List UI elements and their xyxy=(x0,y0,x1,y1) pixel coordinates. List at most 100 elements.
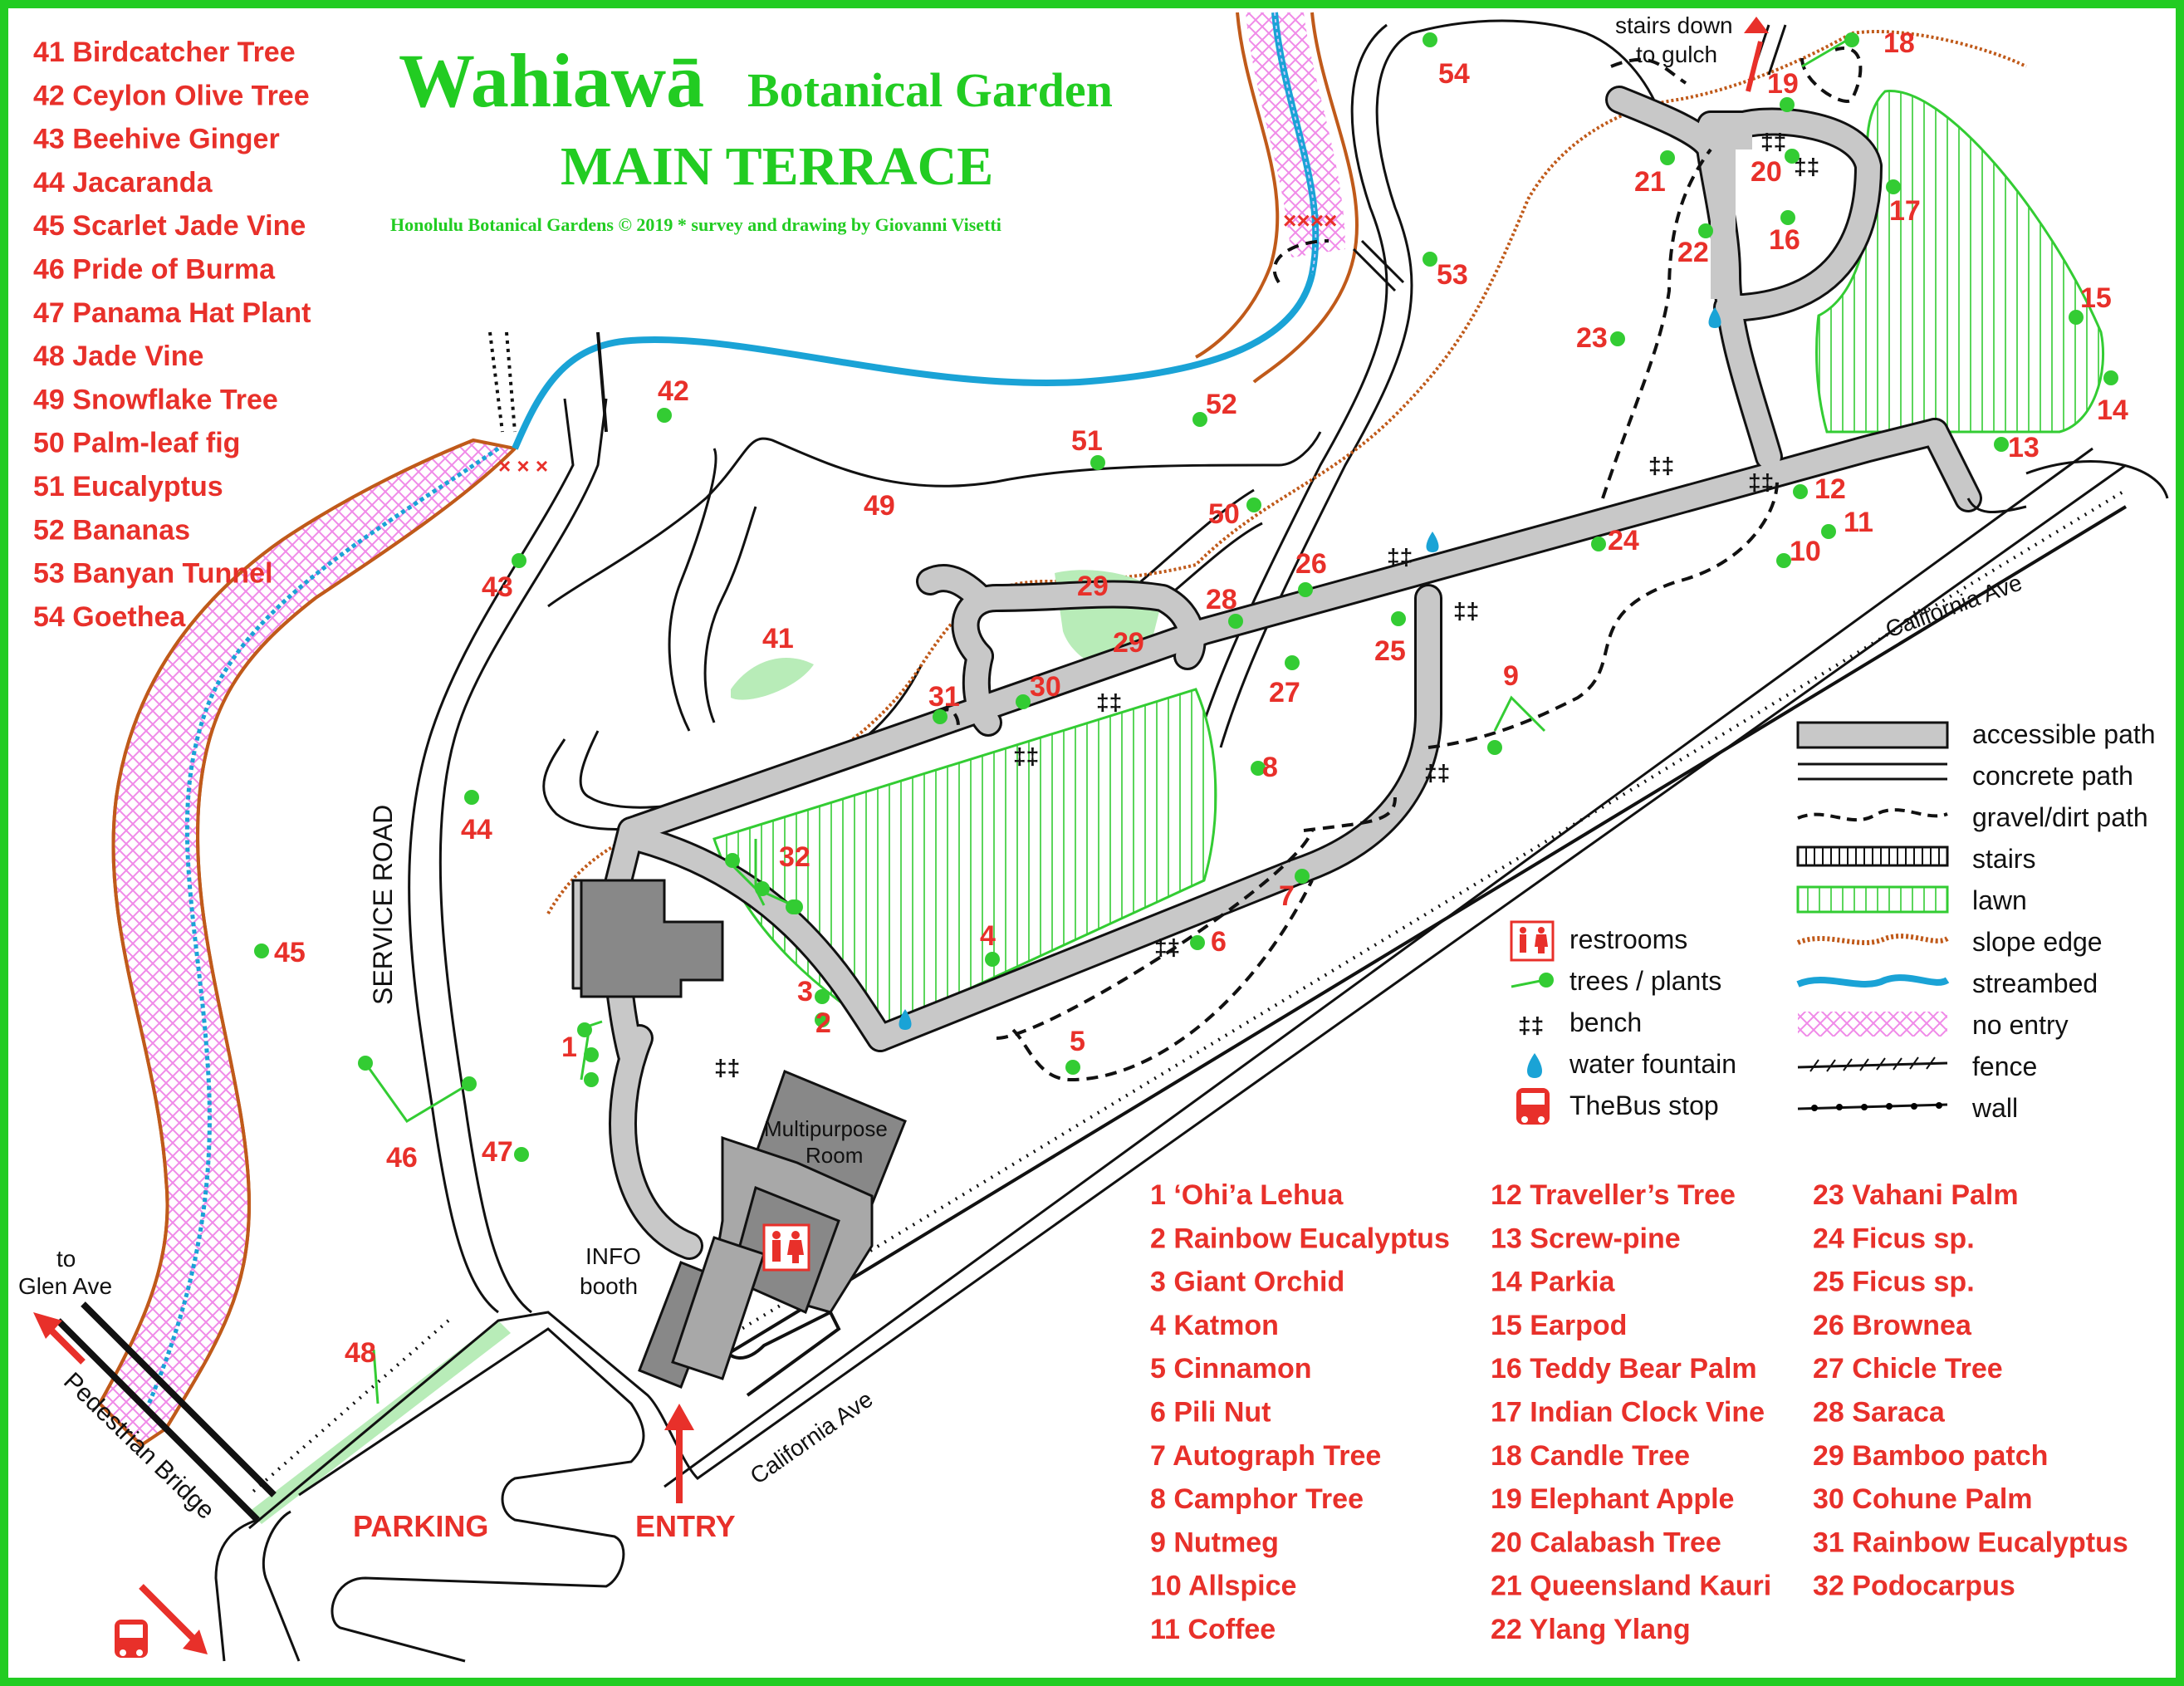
plant-list-item: 24 Ficus sp. xyxy=(1813,1223,1975,1254)
tree-dot xyxy=(1295,869,1310,884)
stairs-down-label-2: to gulch xyxy=(1636,42,1717,67)
tree-dot xyxy=(1785,149,1800,164)
tree-number-label: 14 xyxy=(2097,395,2128,426)
tree-dot xyxy=(1251,761,1266,776)
tree-number-label: 9 xyxy=(1503,660,1519,692)
tree-dot xyxy=(1844,32,1859,47)
fence-icon xyxy=(1797,1056,1948,1072)
legend-label: restrooms xyxy=(1569,924,1687,954)
tree-number-label: 23 xyxy=(1576,322,1608,354)
plant-list-item: 11 Coffee xyxy=(1150,1614,1276,1645)
lawn-icon xyxy=(1796,885,1949,914)
tree-dot xyxy=(1423,32,1437,47)
tree-number-label: 29 xyxy=(1113,627,1144,659)
plant-list-item: 25 Ficus sp. xyxy=(1813,1267,1975,1298)
plant-list-item: 6 Pili Nut xyxy=(1150,1397,1271,1429)
legend-label: trees / plants xyxy=(1569,966,1721,996)
tree-number-label: 28 xyxy=(1206,584,1237,615)
tree-number-label: 42 xyxy=(658,375,689,407)
tree-dot xyxy=(462,1076,477,1091)
tree-number-label: 18 xyxy=(1883,27,1915,59)
plant-list-item: 7 Autograph Tree xyxy=(1150,1440,1381,1472)
tree-dot xyxy=(1780,210,1795,225)
tree-dot xyxy=(1228,614,1243,629)
tree-number-label: 25 xyxy=(1374,635,1406,667)
title-block: Wahiawā Botanical Garden MAIN TERRACE Ho… xyxy=(390,38,1113,235)
tree-dot xyxy=(584,1047,599,1062)
plant-list-item: 52 Bananas xyxy=(33,514,190,546)
multipurpose-label-1: Multipurpose xyxy=(764,1116,888,1141)
tree-dot xyxy=(464,790,479,805)
tree-number-label: 43 xyxy=(482,571,513,603)
bus-stop-icon xyxy=(115,1620,148,1658)
tree-dot xyxy=(1793,484,1808,499)
buildings xyxy=(580,879,907,1389)
plant-list-item: 28 Saraca xyxy=(1813,1397,1946,1429)
slope-edge-icon xyxy=(1796,934,1949,945)
entry-label: ENTRY xyxy=(635,1509,736,1543)
tree-number-label: 53 xyxy=(1437,259,1468,291)
tree-number-label: 1 xyxy=(561,1032,577,1063)
concrete-path-icon xyxy=(1798,762,1947,781)
tree-dot xyxy=(1423,252,1437,267)
tree-number-label: 15 xyxy=(2080,282,2112,314)
svg-text:‡‡: ‡‡ xyxy=(1154,934,1180,960)
tree-dot xyxy=(577,1022,592,1037)
tree-number-label: 19 xyxy=(1767,68,1799,100)
legend-label: TheBus stop xyxy=(1569,1091,1719,1120)
plant-list-item: 21 Queensland Kauri xyxy=(1491,1571,1771,1602)
plant-list-item: 48 Jade Vine xyxy=(33,341,203,372)
legend-label: slope edge xyxy=(1972,927,2103,957)
tree-dot xyxy=(1610,331,1625,346)
plant-list-item: 19 Elephant Apple xyxy=(1491,1483,1734,1515)
plant-list-item: 42 Ceylon Olive Tree xyxy=(33,80,310,111)
legend-water-fountain-icon xyxy=(1527,1053,1542,1078)
tree-number-label: 22 xyxy=(1677,237,1709,268)
tree-number-label: 11 xyxy=(1844,507,1873,538)
pedestrian-bridge xyxy=(56,1301,277,1522)
streambed-left xyxy=(143,446,500,1413)
tree-number-label: 54 xyxy=(1438,58,1470,90)
legend-label: gravel/dirt path xyxy=(1972,802,2148,832)
tree-number-label: 29 xyxy=(1077,571,1109,602)
tree-number-label: 21 xyxy=(1634,166,1666,198)
tree-dot xyxy=(2069,310,2084,325)
wall-icon xyxy=(1797,1102,1948,1111)
plant-list-item: 13 Screw-pine xyxy=(1491,1223,1681,1254)
tree-number-label: 20 xyxy=(1751,156,1782,188)
legend-label: accessible path xyxy=(1972,719,2156,749)
tree-number-label: 26 xyxy=(1295,548,1327,580)
plant-list-item: 54 Goethea xyxy=(33,601,186,633)
tree-number-label: 27 xyxy=(1269,677,1300,708)
svg-text:‡‡: ‡‡ xyxy=(1013,743,1039,769)
tree-dot xyxy=(1065,1060,1080,1075)
bus-stop-arrow xyxy=(139,1584,208,1654)
plant-list-item: 51 Eucalyptus xyxy=(33,471,223,502)
title-credit: Honolulu Botanical Gardens © 2019 * surv… xyxy=(390,214,1001,235)
tree-number-label: 3 xyxy=(797,976,813,1007)
tree-dot xyxy=(514,1147,529,1162)
legend-label: streambed xyxy=(1972,968,2098,998)
plant-list-item: 53 Banyan Tunnel xyxy=(33,558,272,590)
title-sub: Botanical Garden xyxy=(747,63,1113,117)
no-entry-zone-left xyxy=(97,438,519,1448)
info-booth-label-1: INFO xyxy=(585,1243,641,1269)
gravel-path-icon xyxy=(1797,808,1948,822)
svg-text:‡‡: ‡‡ xyxy=(1760,129,1786,154)
plant-list-item: 15 Earpod xyxy=(1491,1310,1627,1341)
tree-number-label: 4 xyxy=(980,920,996,952)
streambed-icon xyxy=(1796,974,1950,988)
plant-list-item: 14 Parkia xyxy=(1491,1267,1615,1298)
tree-dot xyxy=(725,853,740,868)
tree-dot xyxy=(786,899,801,914)
plant-list-item: 3 Giant Orchid xyxy=(1150,1267,1344,1298)
parking-label: PARKING xyxy=(353,1509,488,1543)
no-entry-icon xyxy=(1798,1012,1947,1037)
plant-list-item: 22 Ylang Ylang xyxy=(1491,1614,1691,1645)
tree-dot xyxy=(1090,455,1105,470)
